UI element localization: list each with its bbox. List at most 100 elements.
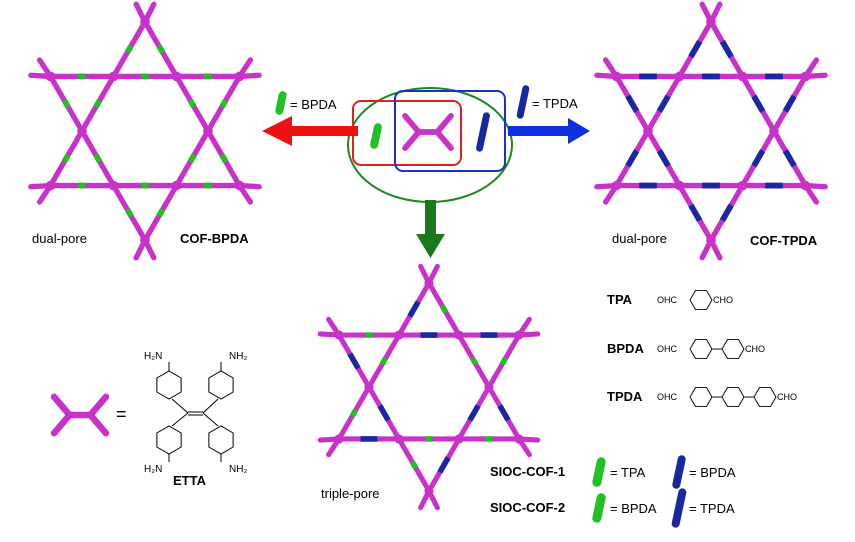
aldehyde-name: TPA bbox=[607, 292, 633, 307]
node-stub bbox=[326, 436, 342, 458]
tpda-linker bbox=[347, 352, 361, 370]
etta-node-legend-glyph bbox=[50, 393, 110, 437]
node-stub bbox=[133, 1, 148, 25]
aldehyde-right-group: CHO bbox=[777, 392, 797, 402]
equals-sign: = bbox=[116, 404, 127, 424]
tpda-linker-icon bbox=[516, 85, 530, 119]
etta-node bbox=[643, 126, 653, 136]
bpda-linker bbox=[187, 98, 197, 109]
tpda-linker bbox=[656, 149, 671, 168]
tpda-linker bbox=[625, 149, 640, 168]
amine-label: H₂N bbox=[144, 351, 162, 362]
benzene-ring bbox=[689, 339, 713, 359]
tpda-linker bbox=[782, 149, 797, 168]
tpda-linker bbox=[719, 40, 734, 59]
node-arm bbox=[50, 393, 73, 419]
benzene-ring bbox=[721, 339, 745, 359]
etta-label: ETTA bbox=[173, 473, 207, 488]
node-stub bbox=[602, 182, 620, 205]
node-stub bbox=[36, 182, 54, 205]
node-arm bbox=[434, 113, 454, 135]
node-stub bbox=[317, 331, 342, 338]
aldehyde-name: BPDA bbox=[607, 341, 644, 356]
bpda-linker bbox=[219, 153, 229, 164]
amine-label: NH₂ bbox=[229, 351, 247, 362]
etta-node bbox=[203, 126, 213, 136]
bond bbox=[171, 398, 189, 414]
legend-eq-2: = BPDA bbox=[689, 465, 736, 480]
node-arm bbox=[402, 129, 422, 151]
etta-node bbox=[171, 180, 182, 191]
node-stub bbox=[236, 57, 254, 80]
benzene-ring bbox=[753, 387, 777, 407]
node-stub bbox=[426, 488, 440, 511]
left-cof-name: COF-BPDA bbox=[180, 231, 249, 246]
bpda-linker bbox=[156, 208, 166, 218]
bpda-linker bbox=[469, 356, 479, 366]
legend-linker-1 bbox=[592, 493, 606, 523]
bpda-linker bbox=[349, 408, 359, 418]
bond bbox=[171, 412, 189, 427]
tpda-linker bbox=[437, 456, 451, 474]
bond bbox=[202, 412, 219, 427]
node-arm bbox=[87, 393, 110, 419]
tpda-linker bbox=[497, 404, 511, 422]
cof-bpda-lattice bbox=[28, 1, 262, 261]
node-stub bbox=[236, 182, 262, 190]
tpda-linker bbox=[407, 300, 421, 318]
node-stub bbox=[708, 237, 723, 261]
bpda-linker bbox=[379, 356, 389, 366]
etta-node bbox=[484, 382, 494, 392]
arrow-right bbox=[508, 118, 590, 144]
etta-node bbox=[769, 126, 779, 136]
node-stub bbox=[699, 1, 714, 25]
arrow-down bbox=[416, 200, 445, 258]
bpda-linker bbox=[61, 98, 71, 109]
benzene-ring bbox=[689, 387, 713, 407]
benzene-ring bbox=[721, 387, 745, 407]
bpda-linker bbox=[219, 98, 229, 109]
bpda-linker-icon bbox=[275, 91, 287, 115]
node-stub bbox=[516, 316, 532, 338]
center-pore-label: triple-pore bbox=[321, 486, 380, 501]
etta-node bbox=[77, 126, 87, 136]
node-stub bbox=[802, 182, 828, 190]
tpda-linker bbox=[688, 203, 703, 222]
legend-linker-2 bbox=[672, 455, 686, 489]
top-right-eq-label: = TPDA bbox=[532, 96, 578, 111]
node-stub bbox=[418, 263, 432, 286]
aldehyde-left-group: OHC bbox=[657, 295, 678, 305]
benzene-ring bbox=[156, 425, 182, 455]
legend-eq-1: = TPA bbox=[610, 465, 646, 480]
aldehyde-left-group: OHC bbox=[657, 392, 678, 402]
etta-node bbox=[171, 71, 182, 82]
tpda-linker bbox=[751, 94, 766, 113]
node-arm bbox=[402, 113, 422, 135]
bpda-linker bbox=[93, 153, 103, 164]
legend-linker-2 bbox=[671, 488, 687, 528]
bpda-linker bbox=[370, 123, 382, 149]
benzene-ring bbox=[208, 425, 234, 455]
left-pore-label: dual-pore bbox=[32, 231, 87, 246]
legend-eq-2: = TPDA bbox=[689, 501, 735, 516]
bpda-linker bbox=[61, 153, 71, 164]
tpda-linker bbox=[656, 94, 671, 113]
bpda-linker bbox=[439, 304, 449, 314]
arrow-left bbox=[262, 116, 358, 146]
bpda-linker bbox=[275, 91, 287, 115]
tpda-linker bbox=[467, 404, 481, 422]
cof-tpda-lattice bbox=[594, 1, 828, 261]
aldehyde-left-group: OHC bbox=[657, 344, 678, 354]
etta-node bbox=[737, 180, 748, 191]
etta-node bbox=[394, 434, 404, 444]
etta-node bbox=[674, 180, 685, 191]
legend-linker-1 bbox=[592, 457, 606, 487]
right-pore-label: dual-pore bbox=[612, 231, 667, 246]
bpda-linker bbox=[499, 356, 509, 366]
node-arm bbox=[87, 411, 110, 437]
amine-label: H₂N bbox=[144, 464, 162, 475]
blue-box bbox=[394, 90, 506, 172]
benzene-ring bbox=[156, 370, 182, 400]
